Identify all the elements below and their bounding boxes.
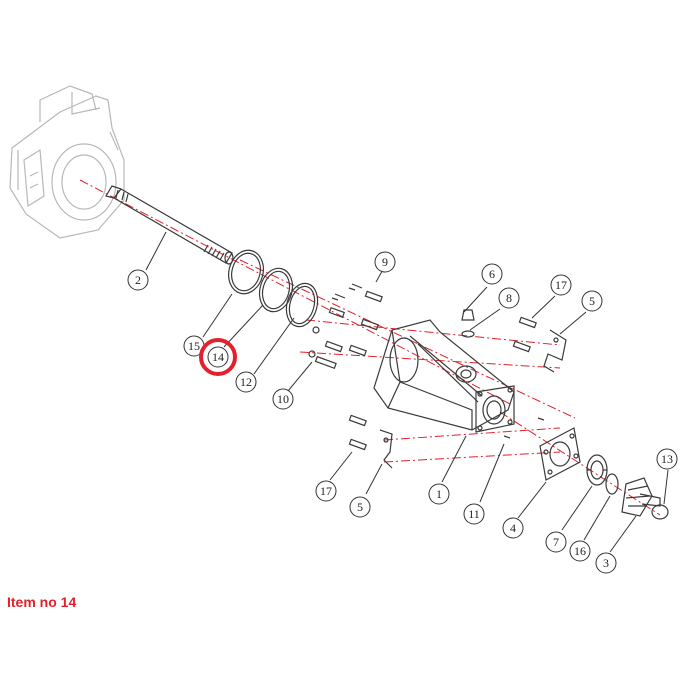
callout-label: 2	[135, 273, 141, 287]
seal-rings	[228, 249, 319, 328]
callout-17: 17	[315, 480, 337, 502]
callout-label: 14	[212, 350, 224, 364]
highlight-ring	[199, 338, 237, 376]
callout-circle	[481, 263, 503, 285]
bolts-and-washers	[308, 283, 545, 451]
center-lines	[79, 179, 661, 516]
callout-label: 13	[661, 452, 673, 466]
callout-1: 1	[428, 483, 450, 505]
callout-5: 5	[581, 290, 603, 312]
callout-14: 14	[199, 338, 237, 376]
callout-9: 9	[374, 251, 396, 273]
axle-housing	[373, 319, 515, 433]
callout-label: 3	[603, 556, 609, 570]
axle-shaft	[105, 185, 234, 265]
callout-circle	[272, 388, 294, 410]
callout-circle	[207, 346, 229, 368]
bevel-gear	[621, 477, 661, 517]
callout-label: 8	[506, 291, 512, 305]
callout-circle	[315, 480, 337, 502]
callout-label: 16	[574, 544, 586, 558]
shim-ring	[605, 473, 619, 495]
retaining-clip	[651, 504, 669, 520]
bearing	[586, 454, 608, 486]
callout-label: 9	[382, 255, 388, 269]
callout-circle	[545, 531, 567, 553]
callout-circle	[127, 269, 149, 291]
callout-circle	[569, 540, 591, 562]
callout-6: 6	[481, 263, 503, 285]
callout-label: 17	[320, 484, 332, 498]
callout-10: 10	[272, 388, 294, 410]
brackets	[379, 329, 567, 469]
ghost-transmission-housing	[9, 85, 125, 239]
callout-label: 6	[489, 267, 495, 281]
callout-label: 1	[436, 487, 442, 501]
callout-5: 5	[349, 496, 371, 518]
callout-label: 5	[357, 500, 363, 514]
callout-label: 12	[240, 375, 252, 389]
flange-gasket	[539, 427, 581, 481]
item-caption: Item no 14	[7, 594, 77, 610]
callout-16: 16	[569, 540, 591, 562]
callout-13: 13	[656, 448, 678, 470]
callout-label: 7	[553, 535, 559, 549]
callout-circle	[235, 371, 257, 393]
callout-3: 3	[595, 552, 617, 574]
callout-label: 11	[468, 507, 480, 521]
callout-circle	[498, 287, 520, 309]
callout-circle	[349, 496, 371, 518]
callout-7: 7	[545, 531, 567, 553]
callout-circle	[374, 251, 396, 273]
leader-lines	[145, 231, 669, 553]
callout-2: 2	[127, 269, 149, 291]
callout-label: 4	[510, 521, 516, 535]
callout-circle	[550, 274, 572, 296]
callout-label: 10	[277, 392, 289, 406]
callout-label: 15	[188, 339, 200, 353]
callout-12: 12	[235, 371, 257, 393]
callout-8: 8	[498, 287, 520, 309]
callout-circle	[581, 290, 603, 312]
callout-label: 5	[589, 294, 595, 308]
callout-circle	[463, 503, 485, 525]
callout-label: 17	[555, 278, 567, 292]
callout-11: 11	[463, 503, 485, 525]
callout-circle	[502, 517, 524, 539]
callout-17: 17	[550, 274, 572, 296]
callout-circle	[595, 552, 617, 574]
callout-circle	[656, 448, 678, 470]
callout-circle	[428, 483, 450, 505]
callout-4: 4	[502, 517, 524, 539]
